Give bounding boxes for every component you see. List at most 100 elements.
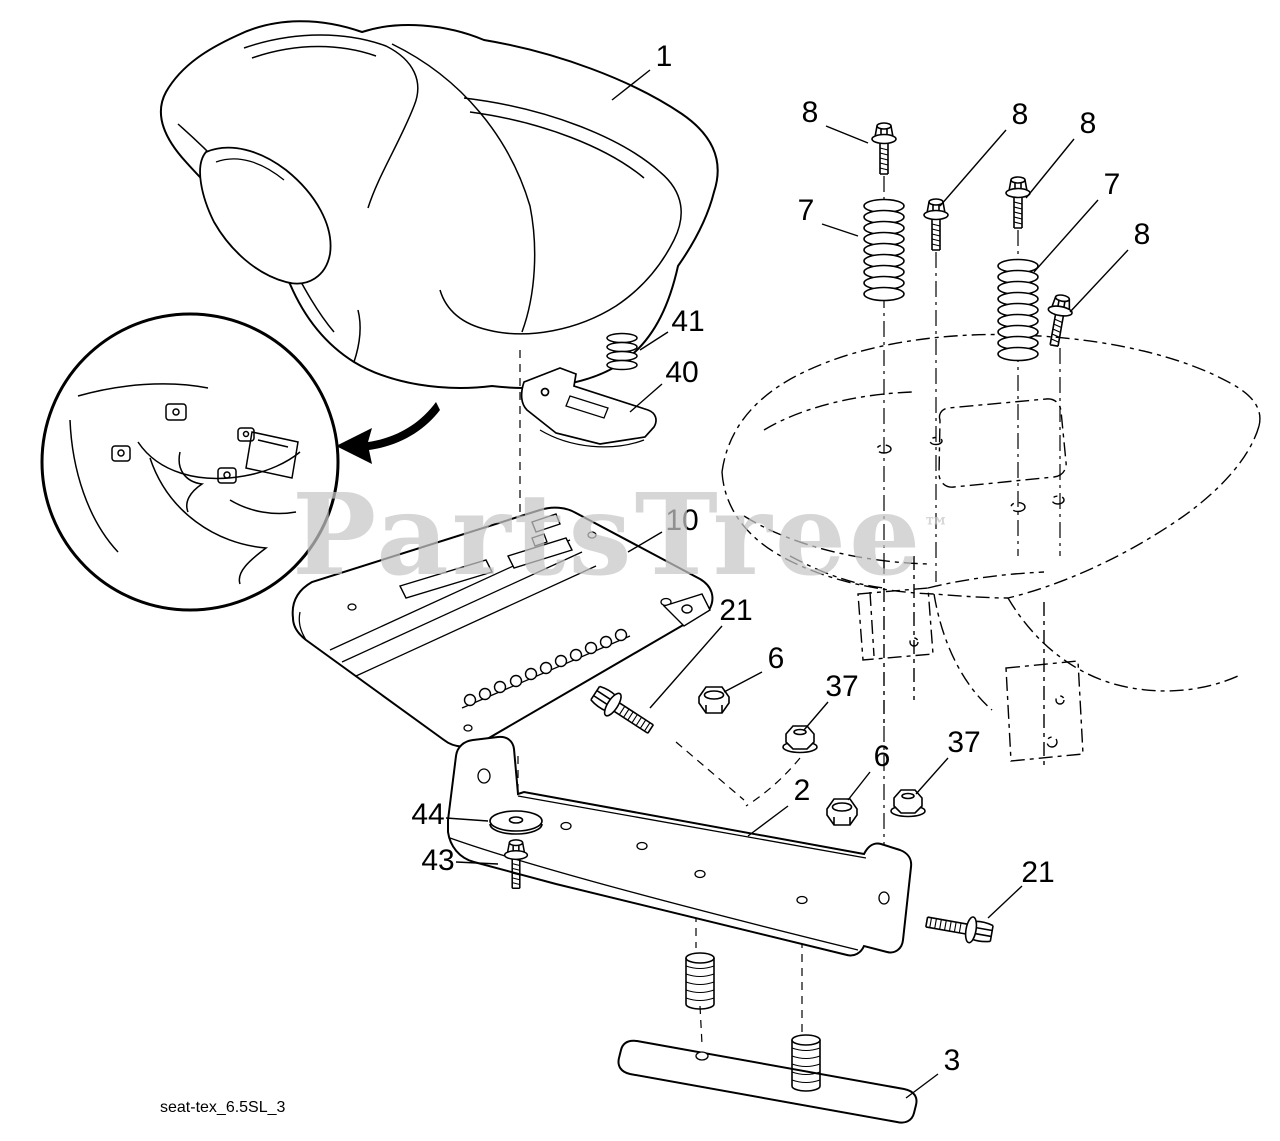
callout-6a: 6	[768, 642, 785, 675]
callout-3: 3	[944, 1044, 961, 1077]
bracket-front-edge	[449, 837, 859, 951]
clip-slot	[565, 395, 609, 419]
callout-8b: 8	[1012, 98, 1029, 131]
pan-hinge-roll	[463, 628, 628, 707]
bracket-holes	[477, 768, 890, 905]
stud-front	[685, 952, 715, 1010]
seat-bracket	[447, 735, 913, 957]
leader-21a	[649, 625, 723, 709]
carriage-bolt-left	[587, 681, 659, 741]
fender-lower-curve	[933, 593, 993, 711]
leader-41	[639, 331, 669, 351]
pan-top-tab	[531, 513, 561, 533]
inset-clip-2	[111, 445, 131, 462]
seat-backrest-edge-line	[251, 45, 377, 59]
pan-holes	[347, 531, 672, 732]
clip-hole	[540, 387, 550, 397]
leader-6a	[723, 671, 763, 693]
seat-handle-inner-line	[215, 158, 285, 181]
frame-bracket-b-hole2	[1046, 736, 1058, 748]
seat-spring-left	[863, 198, 905, 302]
washer-44	[489, 810, 543, 835]
inset-pointer-arrow-icon	[336, 402, 440, 464]
inset-clip-2-hole	[117, 449, 125, 457]
callout-37b: 37	[947, 726, 980, 759]
seat-cushion-edge-line	[469, 111, 645, 179]
fender-right-edge	[1007, 425, 1260, 599]
fender-right-extension	[1007, 597, 1239, 692]
shoulder-screw-1	[871, 122, 897, 175]
callout-8a: 8	[802, 96, 819, 129]
callout-8c: 8	[1080, 107, 1097, 140]
inset-clip-3	[217, 467, 237, 484]
callout-7a: 7	[798, 194, 815, 227]
leader-3	[905, 1073, 939, 1099]
callout-21a: 21	[719, 594, 752, 627]
inset-line-left	[69, 419, 119, 553]
fender-hidden-outline	[721, 333, 1261, 770]
flange-locknut-lower	[890, 789, 926, 818]
pan-rib-2	[341, 551, 583, 663]
leader-1	[611, 69, 651, 101]
clip-lower-lip	[539, 429, 645, 448]
leader-37b	[915, 757, 949, 795]
leader-43	[455, 861, 499, 865]
seat-backrest-top-line	[243, 34, 419, 209]
seat-cushion-top-line	[439, 97, 682, 335]
inset-lever	[137, 441, 301, 480]
leader-8c	[1025, 138, 1075, 199]
fender-inner-line	[763, 391, 913, 431]
callout-21b: 21	[1021, 856, 1054, 889]
inset-mechanism-detail	[69, 383, 301, 585]
leader-7a	[821, 223, 859, 237]
seat-pan	[291, 506, 714, 748]
callout-40: 40	[665, 356, 698, 389]
assembly-guides	[517, 350, 803, 1045]
leader-8b	[939, 129, 1007, 207]
detail-inset	[40, 312, 440, 612]
fasteners-top	[863, 122, 1076, 362]
pan-slot-2	[507, 537, 573, 569]
plate-hole	[695, 1051, 709, 1061]
leader-7b	[1033, 199, 1099, 273]
seat-seam-line	[391, 43, 536, 333]
bracket-bend-line	[517, 795, 867, 859]
pan-edge-line	[298, 611, 307, 641]
leader-10	[627, 531, 663, 553]
inset-clip-1-hole	[172, 408, 180, 416]
leader-21b	[987, 885, 1023, 919]
inset-hook	[178, 451, 205, 513]
callout-7b: 7	[1104, 168, 1121, 201]
callout-43: 43	[421, 844, 454, 877]
leader-2	[747, 805, 789, 837]
inset-line-top	[77, 383, 209, 397]
hex-nut-lower	[826, 798, 858, 826]
shoulder-screw-4	[1041, 292, 1076, 349]
frame-bracket-a	[857, 587, 934, 661]
callout-8d: 8	[1134, 218, 1151, 251]
callout-1: 1	[656, 40, 673, 73]
fender-top-edge	[721, 333, 1261, 473]
hex-nut-upper	[698, 686, 730, 714]
seat-clip	[520, 367, 657, 448]
leader-8d	[1069, 249, 1129, 313]
callout-labels: 1 8 8 8 7 7 8 41 40 10 21 6 37 6 37 2 44…	[411, 40, 1150, 1077]
carriage-bolt-right	[923, 908, 995, 948]
fender-contour-line	[743, 515, 929, 565]
inset-lower-line	[229, 499, 297, 515]
callout-37a: 37	[825, 670, 858, 703]
inset-circle-border	[40, 312, 340, 612]
fender-seat-cutout	[938, 398, 1067, 488]
seat-spring-right	[997, 258, 1039, 362]
pan-right-tab	[662, 593, 711, 627]
leader-44	[445, 817, 489, 822]
frame-link-line	[789, 555, 1045, 589]
callout-leaders	[445, 69, 1129, 1099]
fender-hole-3	[1010, 501, 1026, 513]
callout-41: 41	[671, 305, 704, 338]
leader-8a	[825, 125, 869, 144]
stud-plate	[617, 1039, 918, 1124]
inset-bracket	[245, 431, 299, 479]
